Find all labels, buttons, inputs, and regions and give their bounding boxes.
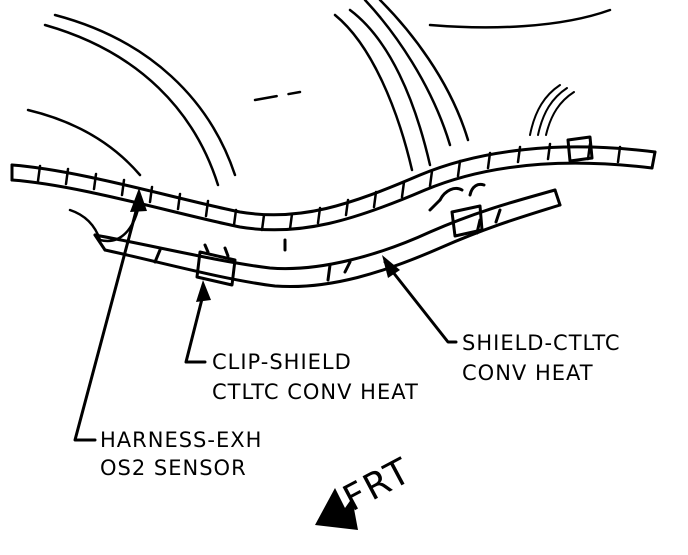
clip-shield-label-line1: CLIP-SHIELD	[212, 350, 352, 374]
shield-ctltc-label-line2: CONV HEAT	[462, 361, 594, 385]
wire-bundle	[529, 84, 575, 136]
forward-arrow-icon	[315, 488, 358, 530]
heat-shield	[93, 188, 562, 289]
clip-shield-label-line2: CTLTC CONV HEAT	[212, 380, 419, 404]
clip-shield-right	[428, 182, 486, 238]
body-panel-lines	[26, 0, 612, 243]
shield-ctltc-label-line1: SHIELD-CTLTC	[462, 331, 621, 355]
leader-arrowheads	[130, 188, 400, 302]
leader-lines	[73, 198, 458, 442]
exh-harness-cable	[10, 145, 657, 232]
harness-segment-marks	[36, 142, 622, 232]
harness-exh-label-line1: HARNESS-EXH	[100, 428, 263, 452]
clip-shield-left	[195, 243, 237, 287]
clip-upper-right	[566, 135, 594, 163]
harness-exh-label-line2: OS2 SENSOR	[100, 456, 247, 480]
